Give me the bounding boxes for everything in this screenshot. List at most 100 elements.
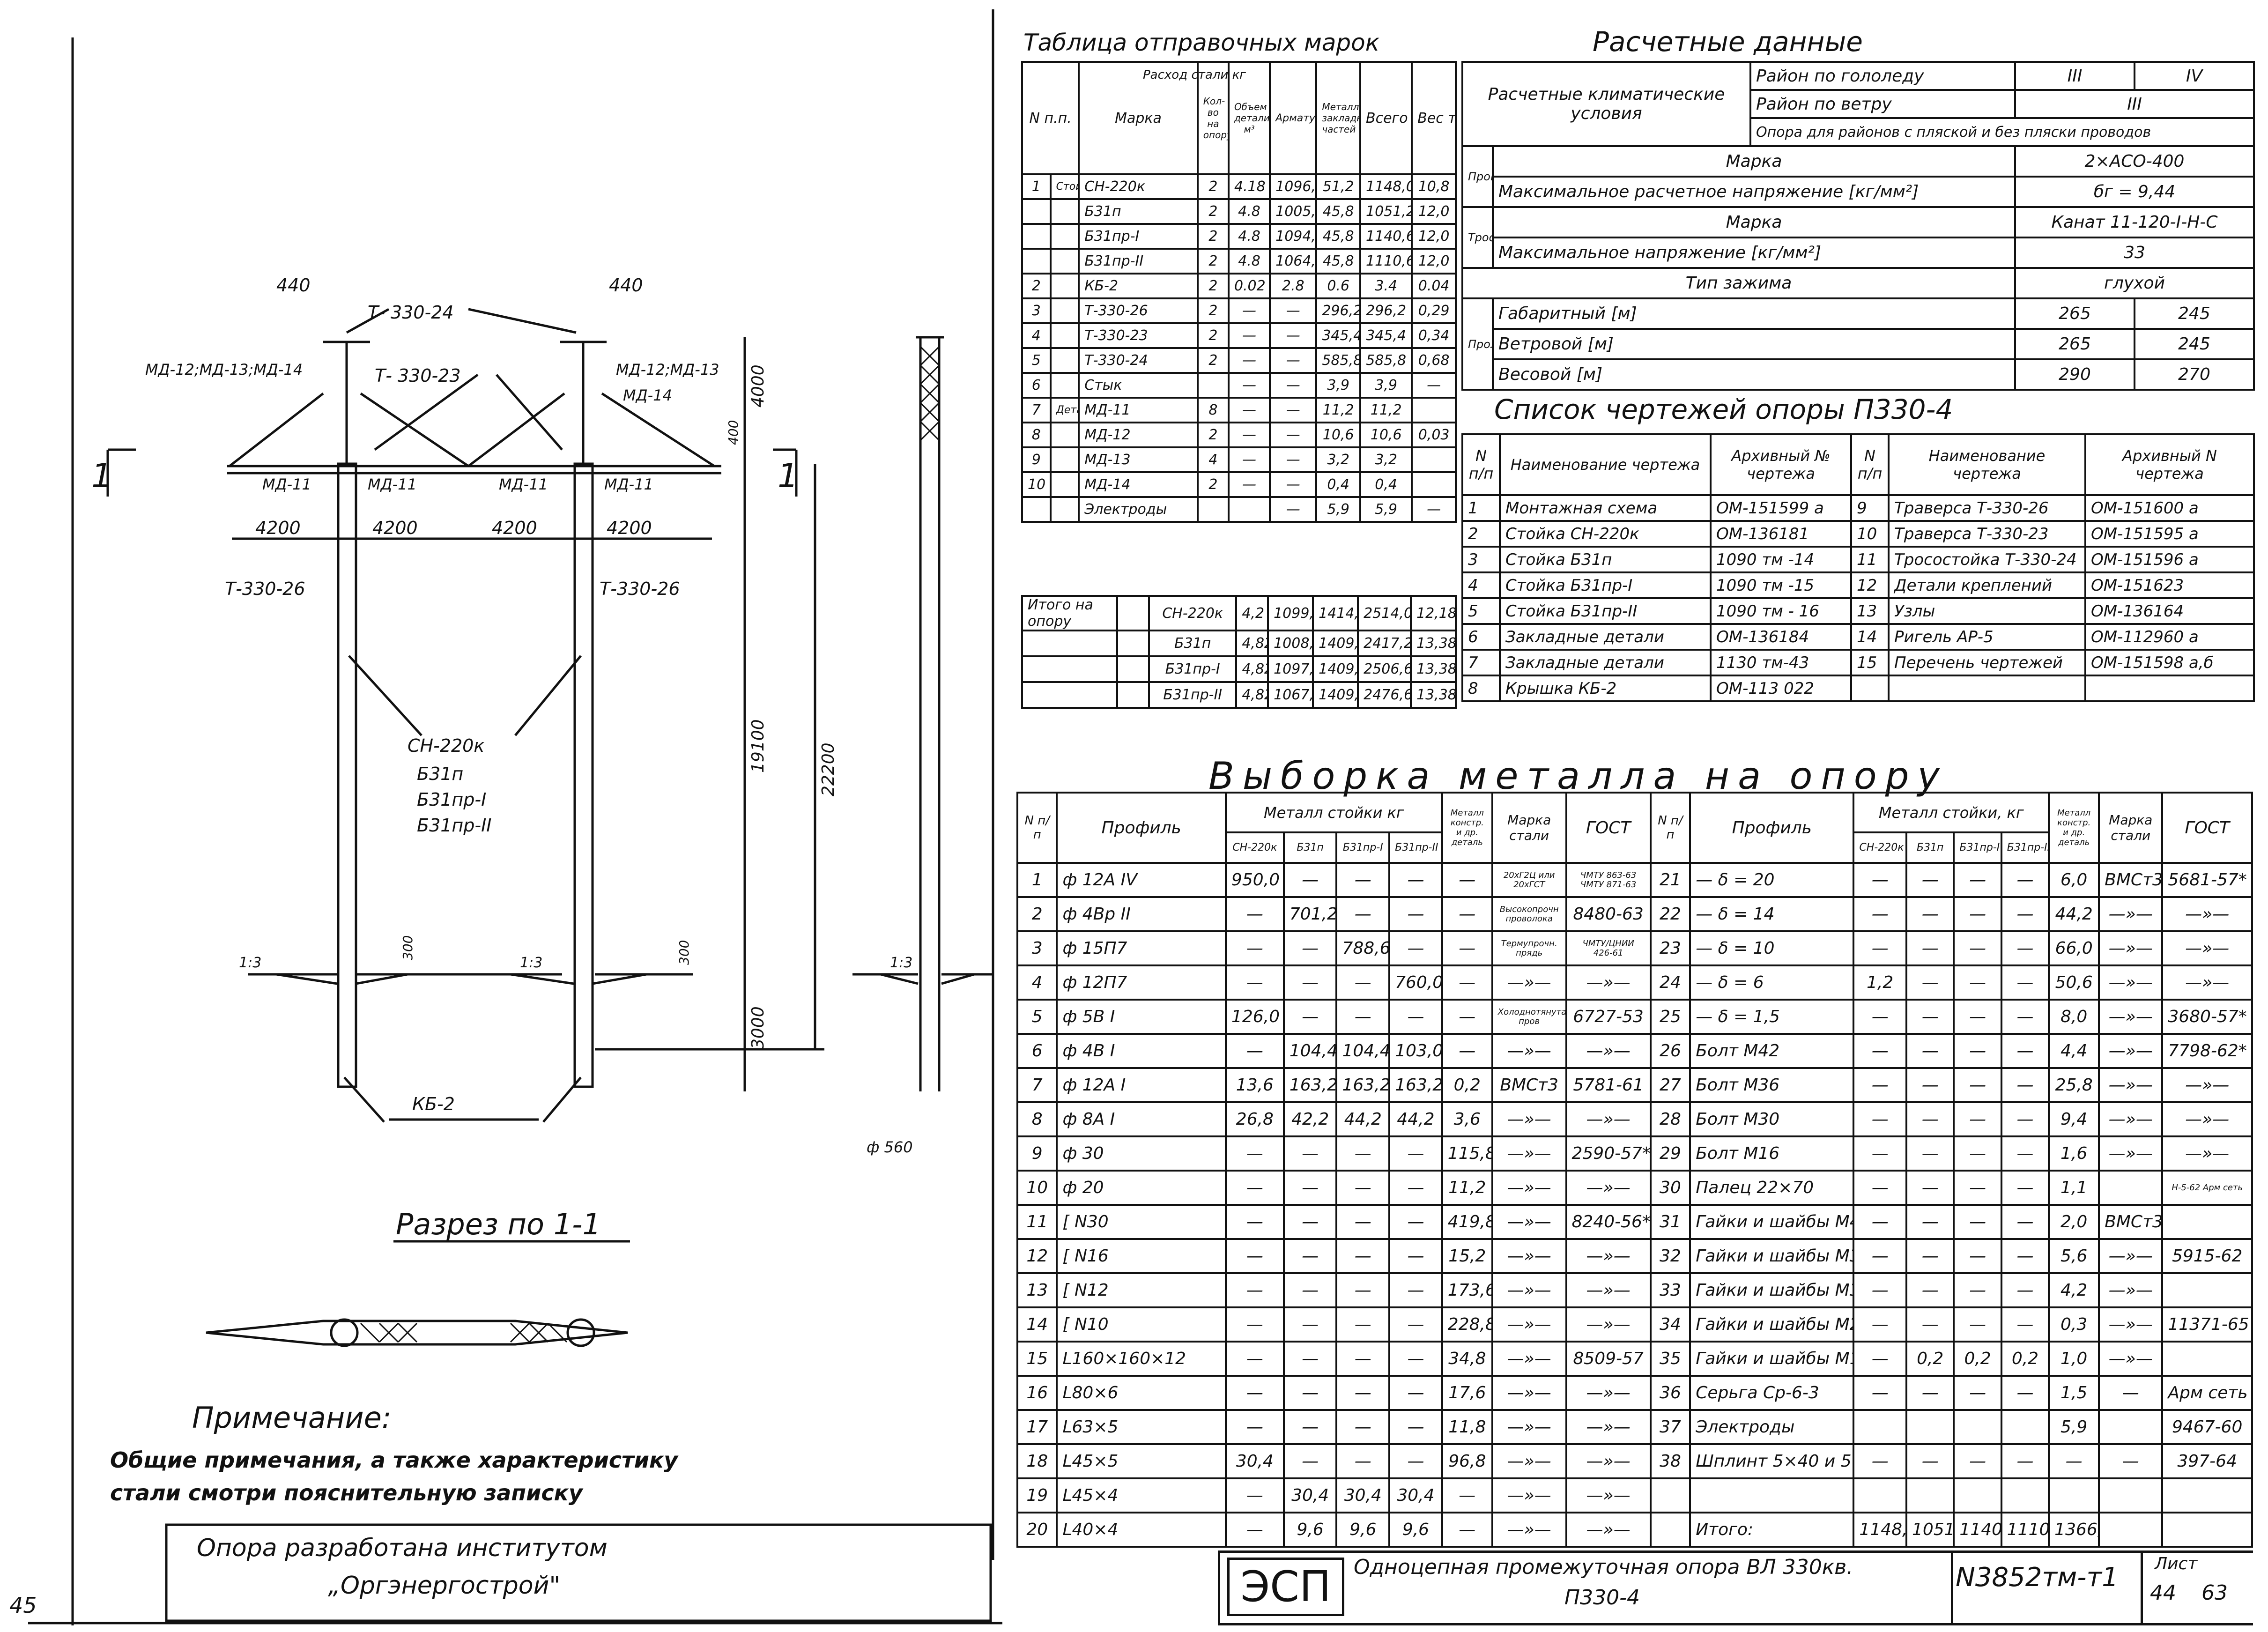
table-cell: — [1224,1033,1285,1069]
table-cell: — [1388,1238,1443,1274]
table-cell: 2476,6 [1357,681,1412,709]
table-cell: Гайки и шайбы М36 [1689,1238,1855,1274]
table-cell: — [1853,896,1908,932]
label-t330-23: Т- 330-23 [375,365,461,386]
table-cell: —»— [1565,1443,1652,1479]
table-cell: — [2098,1375,2164,1411]
table-cell: — [1905,1204,1955,1240]
table-cell: 397-64 [2161,1443,2253,1479]
table-cell: Т-330-23 [1078,322,1199,349]
table-row: Б31пр-II4,821067,61409,02476,613,38 [1021,681,1457,709]
tower-drawing: 440 440 Т- 330-24 МД-12;МД-13;МД-14 Т- 3… [28,9,1002,1625]
table-cell: — [1335,1375,1391,1411]
table-cell [1049,347,1080,374]
table-cell: — [2000,1238,2050,1274]
table-cell: L80×6 [1056,1375,1227,1411]
table-cell: 0,4 [1359,471,1413,498]
table-cell: L40×4 [1056,1512,1227,1548]
table-cell: 1140,6 [1953,1512,2002,1548]
table-cell: 34 [1649,1306,1691,1343]
table-cell: 12 [1850,571,1890,599]
table-cell: 6,0 [2048,862,2100,898]
table-cell: 1094,8 [1269,223,1318,250]
table-cell: — δ = 1,5 [1689,999,1855,1035]
table-cell: Стойка Б31пр-II [1499,597,1712,625]
table-cell: Стойка СН-220к [1499,520,1712,548]
table-cell [2161,1477,2253,1513]
table-cell: ОМ-151598 а,б [2084,649,2255,676]
table-cell: Закладные детали [1499,649,1712,676]
table-cell: 9467-60 [2161,1409,2253,1445]
table-cell: МД-14 [1078,471,1199,498]
table-cell: 3 [1016,930,1058,966]
table-cell: 36 [1649,1375,1691,1411]
table-cell [1021,496,1052,523]
table-cell: —»— [2161,964,2253,1001]
table-cell: — [2000,1135,2050,1172]
table-cell: [ N12 [1056,1272,1227,1308]
table-cell: — [1227,397,1271,423]
table-cell: 1099,6 [1267,595,1314,631]
table-cell: 296,2 [1359,297,1413,324]
table-cell: 10 [1850,520,1890,548]
doc-name-line-1: Одноцепная промежуточная опора ВЛ 330кв. [1354,1555,1853,1579]
table-cell: ф 12А IV [1056,862,1227,898]
table-cell [1850,675,1890,702]
table-cell: —»— [1491,1101,1567,1137]
table-cell: — [1441,1512,1493,1548]
table-cell: 4.8 [1227,223,1271,250]
table-cell [1116,630,1150,657]
table-cell: — [1905,1101,1955,1137]
table-cell: ОМ-113 022 [1710,675,1852,702]
table-cell: — [1388,1341,1443,1377]
metal-col-num-2: N п/п [1649,792,1691,864]
tros-stress-value: 33 [2014,237,2255,269]
table-cell: — [1388,1443,1443,1479]
table-cell: Болт М42 [1689,1033,1855,1069]
table-row: 7Детали крепленияМД-118——11,211,2 [1021,397,1457,423]
table-cell: Наименование чертежа [1499,433,1712,496]
table-cell [2000,1409,2050,1445]
table-cell: ОМ-151599 а [1710,494,1852,522]
title-divider-1 [1951,1553,1953,1623]
table-cell: — [1224,930,1285,966]
table-cell: 760,0 [1388,964,1443,1001]
table-cell: 8480-63 [1565,896,1652,932]
dim-phi560: ф 560 [867,1138,913,1156]
table-cell: —»— [1491,1477,1567,1513]
table-cell: — [2000,999,2050,1035]
table-cell: 126,0 [1224,999,1285,1035]
max-stress-value: бг = 9,44 [2014,176,2255,208]
table-cell [1049,273,1080,299]
logo-esp: ЭСП [1227,1558,1344,1616]
table-cell: 17 [1016,1409,1058,1445]
table-cell: ф 30 [1056,1135,1227,1172]
table-cell: — [1335,1409,1391,1445]
table-cell: Наименование чертежа [1888,433,2086,496]
table-cell: 2.8 [1269,273,1318,299]
metal-col-profile-2: Профиль [1689,792,1855,864]
title-divider-2 [2141,1553,2143,1623]
table-cell: 296,2 [1315,297,1362,324]
table-cell: 13,6 [1224,1067,1285,1103]
table-cell [2048,1477,2100,1513]
table-cell [1411,397,1457,423]
table-cell: Б31п [1148,630,1238,657]
table-cell: 163,2 [1388,1067,1443,1103]
table-cell: — [1227,322,1271,349]
table-cell: 30 [1649,1170,1691,1206]
table-cell: 26,8 [1224,1101,1285,1137]
metal-col-stoiki: Металл стойки кг [1224,792,1443,833]
table-cell: 2506,6 [1357,655,1412,683]
table-cell: 10,8 [1411,173,1457,200]
table-cell: N п/п [1461,433,1501,496]
table-cell: — [1335,1272,1391,1308]
table-cell: L160×160×12 [1056,1341,1227,1377]
table-cell: 13 [1016,1272,1058,1308]
